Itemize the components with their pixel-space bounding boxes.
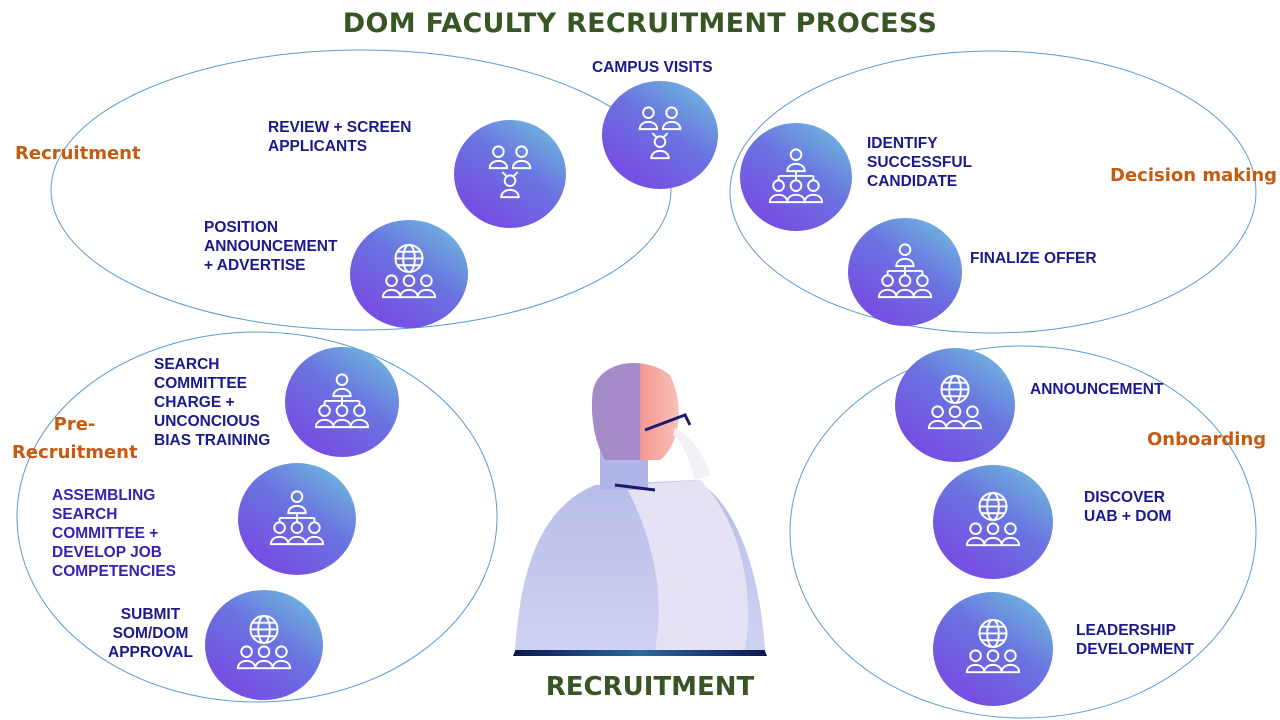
decision-making-oval [729, 50, 1257, 334]
phase-label-onboarding: Onboarding [1147, 429, 1267, 450]
step-assembling-committee: ASSEMBLING SEARCH COMMITTEE + DEVELOP JO… [52, 487, 177, 580]
globe-team-icon [379, 242, 439, 307]
phase-label-decision-making: Decision making [1110, 165, 1278, 186]
step-icon-circle [933, 465, 1053, 579]
step-submit-approval: SUBMIT SOM/DOM APPROVAL [108, 606, 193, 661]
step-position-announcement: POSITION ANNOUNCEMENT + ADVERTISE [204, 219, 338, 274]
step-icon-circle [350, 220, 468, 328]
step-campus-visits: CAMPUS VISITS [592, 59, 713, 76]
onboarding-oval [789, 345, 1257, 719]
step-icon-circle [238, 463, 356, 575]
page-title: DOM FACULTY RECRUITMENT PROCESS [342, 8, 938, 39]
step-icon-circle [740, 123, 852, 231]
step-search-committee-charge: SEARCH COMMITTEE CHARGE + UNCONCIOUS BIA… [154, 356, 271, 449]
step-icon-circle [285, 347, 399, 457]
step-announcement: ANNOUNCEMENT [1030, 381, 1164, 398]
phase-label-recruitment: Recruitment [15, 143, 141, 164]
step-icon-circle [848, 218, 962, 326]
org-hierarchy-icon [267, 487, 327, 552]
bottom-label: RECRUITMENT [545, 672, 755, 702]
step-icon-circle [205, 590, 323, 700]
globe-team-icon [925, 373, 985, 438]
globe-team-icon [963, 490, 1023, 555]
step-icon-circle [454, 120, 566, 228]
thinking-person-illustration [513, 363, 767, 656]
globe-team-icon [234, 613, 294, 678]
org-hierarchy-icon [766, 145, 826, 210]
step-leadership: LEADERSHIP DEVELOPMENT [1076, 622, 1194, 658]
step-discover: DISCOVER UAB + DOM [1084, 489, 1172, 525]
step-icon-circle [933, 592, 1053, 706]
step-icon-circle [602, 81, 718, 189]
step-icon-circle [895, 348, 1015, 462]
recruitment-oval [50, 49, 672, 331]
step-finalize-offer: FINALIZE OFFER [970, 250, 1097, 267]
group-network-icon [480, 142, 540, 207]
step-identify-candidate: IDENTIFY SUCCESSFUL CANDIDATE [867, 135, 973, 190]
pre-recruitment-oval [16, 331, 498, 703]
globe-team-icon [963, 617, 1023, 682]
group-network-icon [630, 103, 690, 168]
org-hierarchy-icon [312, 370, 372, 435]
phase-label-pre-recruitment: Pre- Recruitment [12, 414, 138, 463]
step-review-screen: REVIEW + SCREEN APPLICANTS [268, 119, 412, 155]
org-hierarchy-icon [875, 240, 935, 305]
